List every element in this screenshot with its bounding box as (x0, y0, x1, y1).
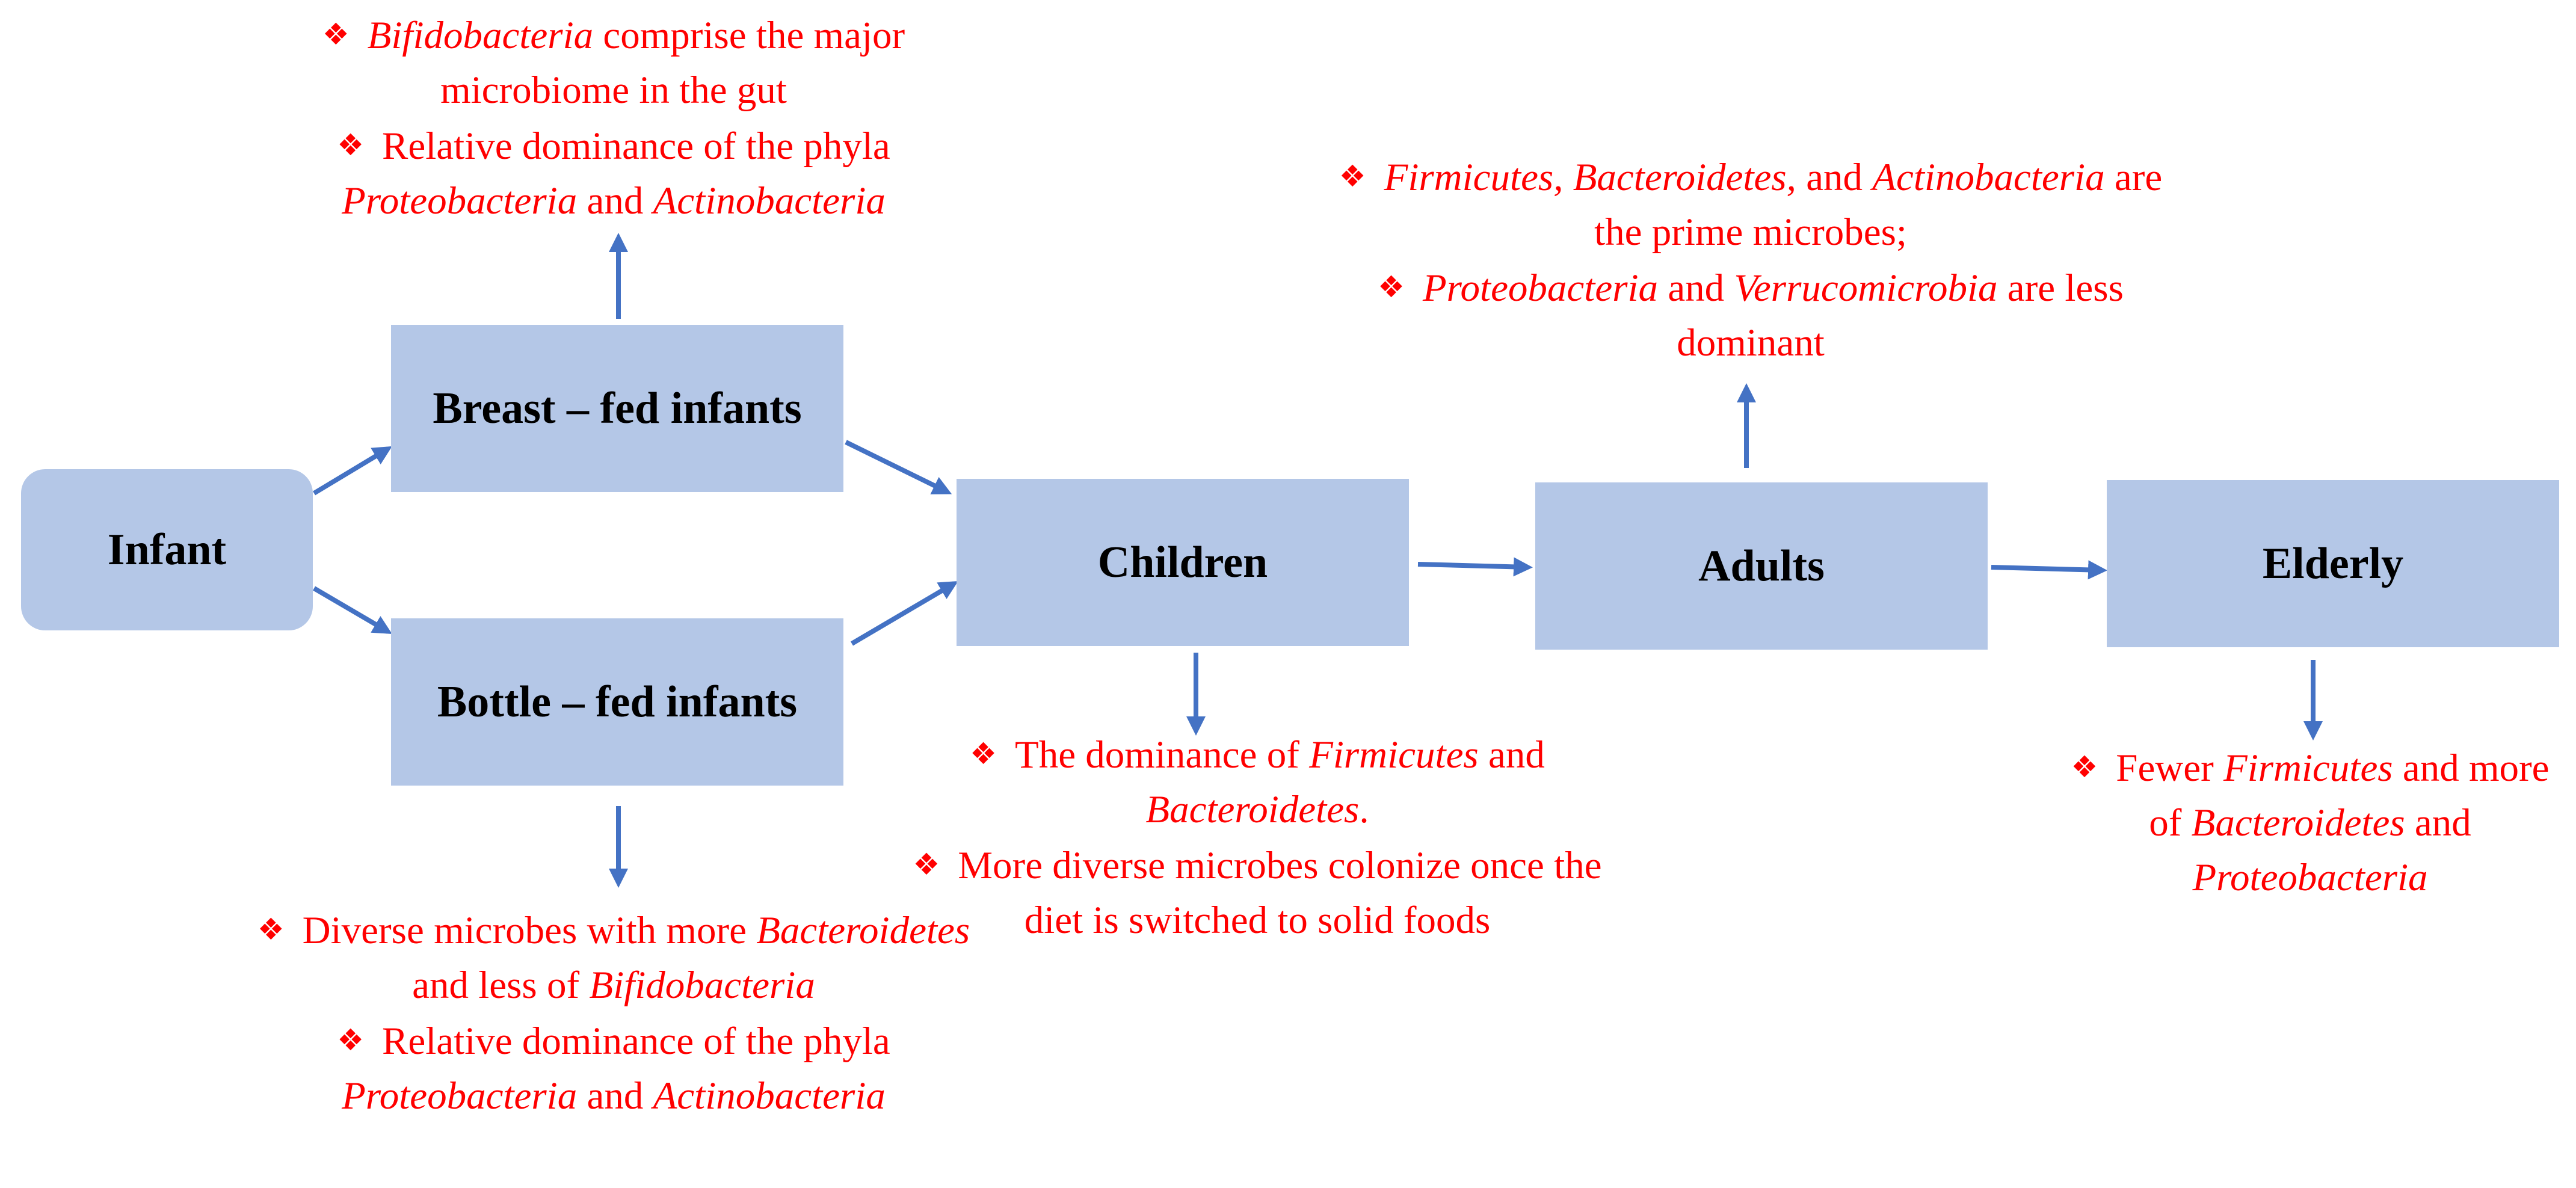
adults-node: Adults (1535, 482, 1988, 650)
breast-fed-note: ❖Bifidobacteria comprise the major micro… (253, 7, 975, 229)
diamond-bullet-icon: ❖ (337, 128, 365, 162)
arrow-breast-fed-to-children (845, 440, 952, 494)
bottle-fed-note: ❖Diverse microbes with more Bacteroidete… (253, 902, 975, 1124)
bottle-fed-label: Bottle – fed infants (437, 677, 798, 727)
breast-fed-note-bullet-1: ❖Bifidobacteria comprise the major micro… (322, 14, 905, 112)
diamond-bullet-icon: ❖ (970, 736, 997, 771)
adults-note-bullet-2: ❖Proteobacteria and Verrucomicrobia are … (1378, 266, 2124, 365)
elderly-label: Elderly (2262, 538, 2404, 588)
bottle-fed-note-bullet-1: ❖Diverse microbes with more Bacteroidete… (257, 909, 970, 1007)
breast-fed-note-bullet-2: ❖Relative dominance of the phyla Proteob… (337, 125, 890, 223)
infant-label: Infant (107, 525, 227, 574)
adults-note: ❖Firmicutes, Bacteroidetes, and Actinoba… (1311, 149, 2190, 371)
children-node: Children (957, 479, 1409, 646)
breast-fed-label: Breast – fed infants (433, 383, 802, 433)
diamond-bullet-icon: ❖ (1339, 159, 1366, 194)
infant-node: Infant (21, 469, 313, 630)
arrow-bottle-fed-to-children (850, 580, 958, 646)
elderly-note-bullet-1: ❖Fewer Firmicutes and more of Bacteroide… (2071, 746, 2550, 899)
children-note-bullet-1: ❖The dominance of Firmicutes and Bactero… (970, 733, 1545, 831)
adults-note-bullet-1: ❖Firmicutes, Bacteroidetes, and Actinoba… (1339, 156, 2163, 254)
diamond-bullet-icon: ❖ (2071, 749, 2098, 784)
diamond-bullet-icon: ❖ (337, 1023, 365, 1057)
adults-label: Adults (1698, 541, 1825, 591)
arrow-infant-to-bottle-fed (312, 586, 392, 635)
breast-fed-infants-node: Breast – fed infants (391, 325, 843, 492)
elderly-note: ❖Fewer Firmicutes and more of Bacteroide… (2063, 740, 2557, 905)
diamond-bullet-icon: ❖ (1378, 269, 1405, 304)
children-note-bullet-2: ❖More diverse microbes colonize once the… (913, 844, 1602, 942)
arrow-infant-to-breast-fed (312, 446, 392, 496)
children-label: Children (1097, 537, 1268, 587)
diamond-bullet-icon: ❖ (322, 17, 350, 52)
arrow-adults-to-elderly (1991, 560, 2107, 580)
arrow-children-to-adults (1417, 557, 1533, 577)
bottle-fed-note-bullet-2: ❖Relative dominance of the phyla Proteob… (337, 1020, 890, 1118)
diamond-bullet-icon: ❖ (913, 847, 940, 882)
children-note: ❖The dominance of Firmicutes and Bactero… (902, 727, 1612, 948)
elderly-node: Elderly (2107, 480, 2559, 647)
bottle-fed-infants-node: Bottle – fed infants (391, 618, 843, 786)
diamond-bullet-icon: ❖ (257, 912, 285, 947)
